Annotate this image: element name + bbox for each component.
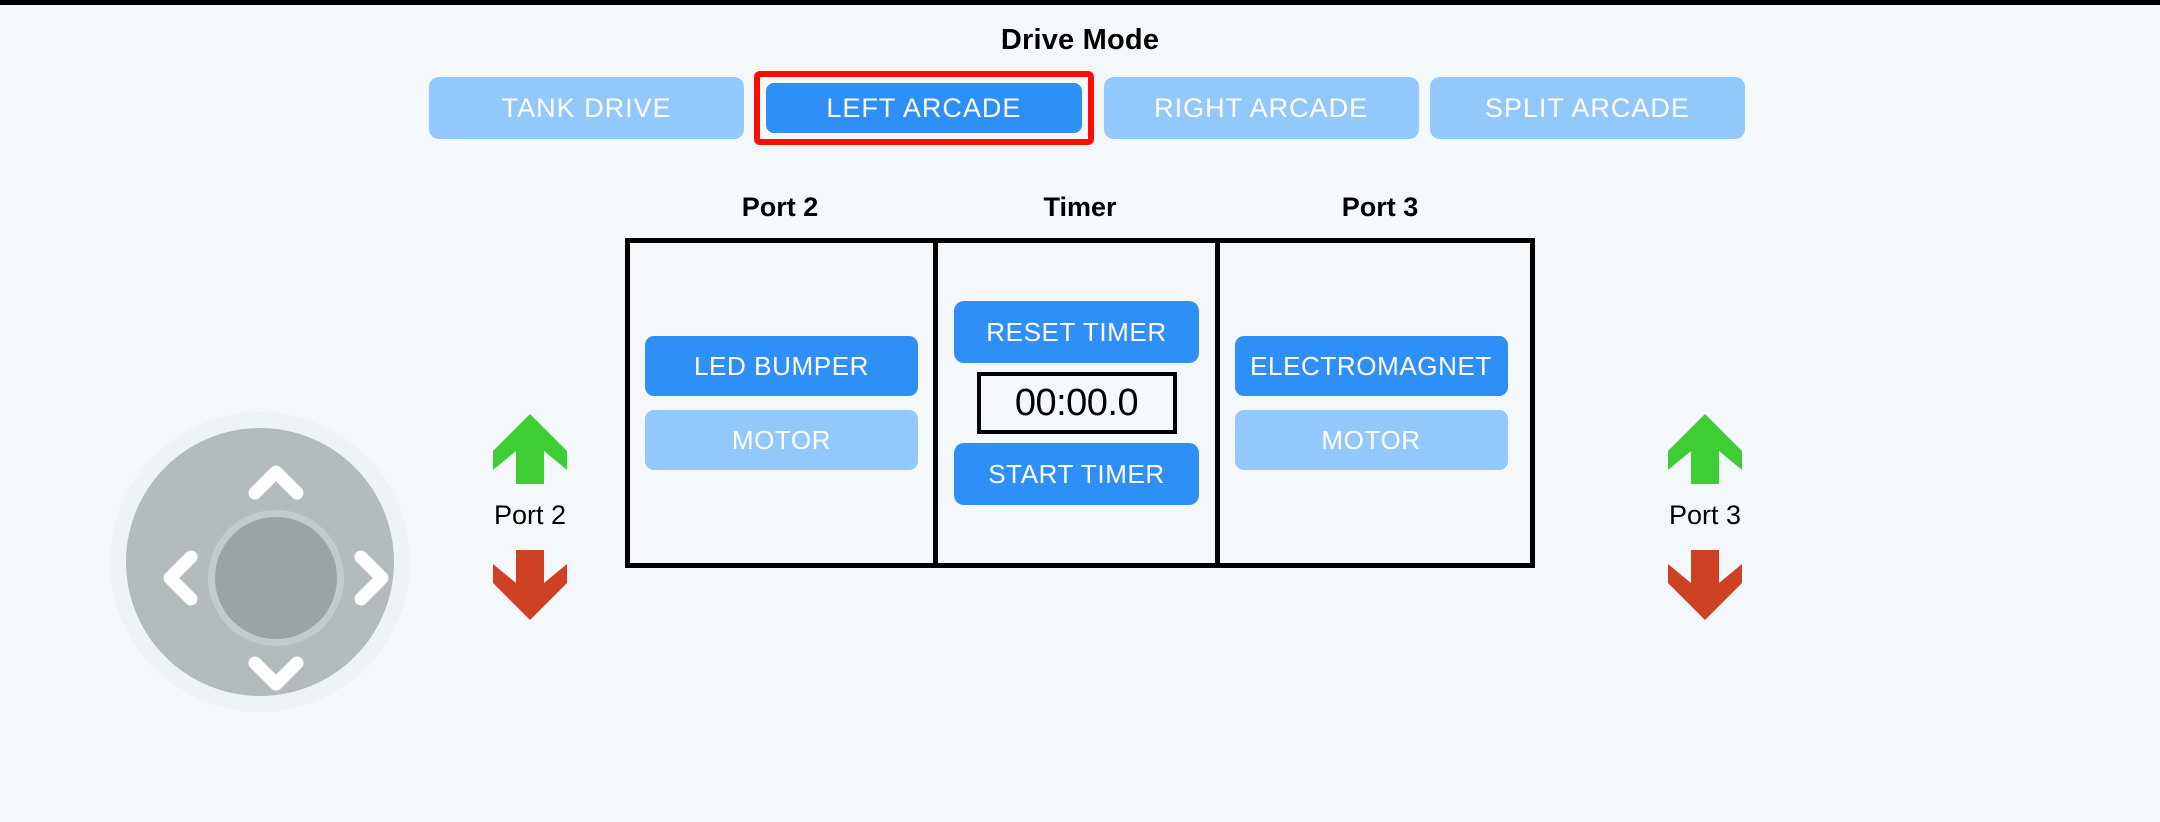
port2-led-bumper-button[interactable]: LED BUMPER — [645, 336, 918, 396]
panel-column-port2: LED BUMPER MOTOR — [630, 243, 933, 563]
drive-mode-left-arcade[interactable]: LEFT ARCADE — [766, 83, 1082, 133]
chevron-up-icon[interactable] — [245, 452, 307, 514]
dpad-disc — [126, 428, 394, 696]
top-divider-rule — [0, 0, 2160, 5]
chevron-right-icon[interactable] — [340, 547, 402, 609]
port3-electromagnet-button[interactable]: ELECTROMAGNET — [1234, 336, 1508, 396]
caption-timer: Timer — [1043, 192, 1117, 222]
caption-port2: Port 2 — [741, 192, 819, 222]
drive-mode-split-arcade[interactable]: SPLIT ARCADE — [1429, 77, 1745, 139]
port-control-left-label: Port 2 — [493, 500, 567, 530]
dpad-control[interactable] — [110, 412, 410, 712]
port3-motor-button[interactable]: MOTOR — [1234, 410, 1508, 470]
port2-arrow-up-icon[interactable] — [491, 410, 569, 488]
port-control-right-label: Port 3 — [1668, 500, 1742, 530]
caption-port3: Port 3 — [1341, 192, 1419, 222]
dpad-center-button[interactable] — [208, 510, 344, 646]
drive-mode-tank-drive[interactable]: TANK DRIVE — [429, 77, 745, 139]
port2-motor-button[interactable]: MOTOR — [645, 410, 918, 470]
reset-timer-button[interactable]: RESET TIMER — [954, 301, 1199, 363]
start-timer-button[interactable]: START TIMER — [954, 443, 1199, 505]
port-control-right: Port 3 — [1630, 410, 1780, 624]
drive-mode-right-arcade[interactable]: RIGHT ARCADE — [1103, 77, 1419, 139]
port-control-left: Port 2 — [455, 410, 605, 624]
panel-column-port3: ELECTROMAGNET MOTOR — [1220, 243, 1522, 563]
chevron-left-icon[interactable] — [150, 547, 212, 609]
timer-display: 00:00.0 — [976, 372, 1177, 434]
page-title: Drive Mode — [1000, 24, 1160, 56]
control-panel: LED BUMPER MOTOR RESET TIMER 00:00.0 STA… — [625, 238, 1535, 568]
port3-arrow-up-icon[interactable] — [1666, 410, 1744, 488]
drive-mode-selection-highlight: LEFT ARCADE — [754, 71, 1094, 145]
port3-arrow-down-icon[interactable] — [1666, 546, 1744, 624]
panel-column-timer: RESET TIMER 00:00.0 START TIMER — [933, 243, 1220, 563]
drive-mode-button-group: TANK DRIVE LEFT ARCADE RIGHT ARCADE SPLI… — [429, 71, 1745, 145]
chevron-down-icon[interactable] — [245, 642, 307, 704]
port2-arrow-down-icon[interactable] — [491, 546, 569, 624]
